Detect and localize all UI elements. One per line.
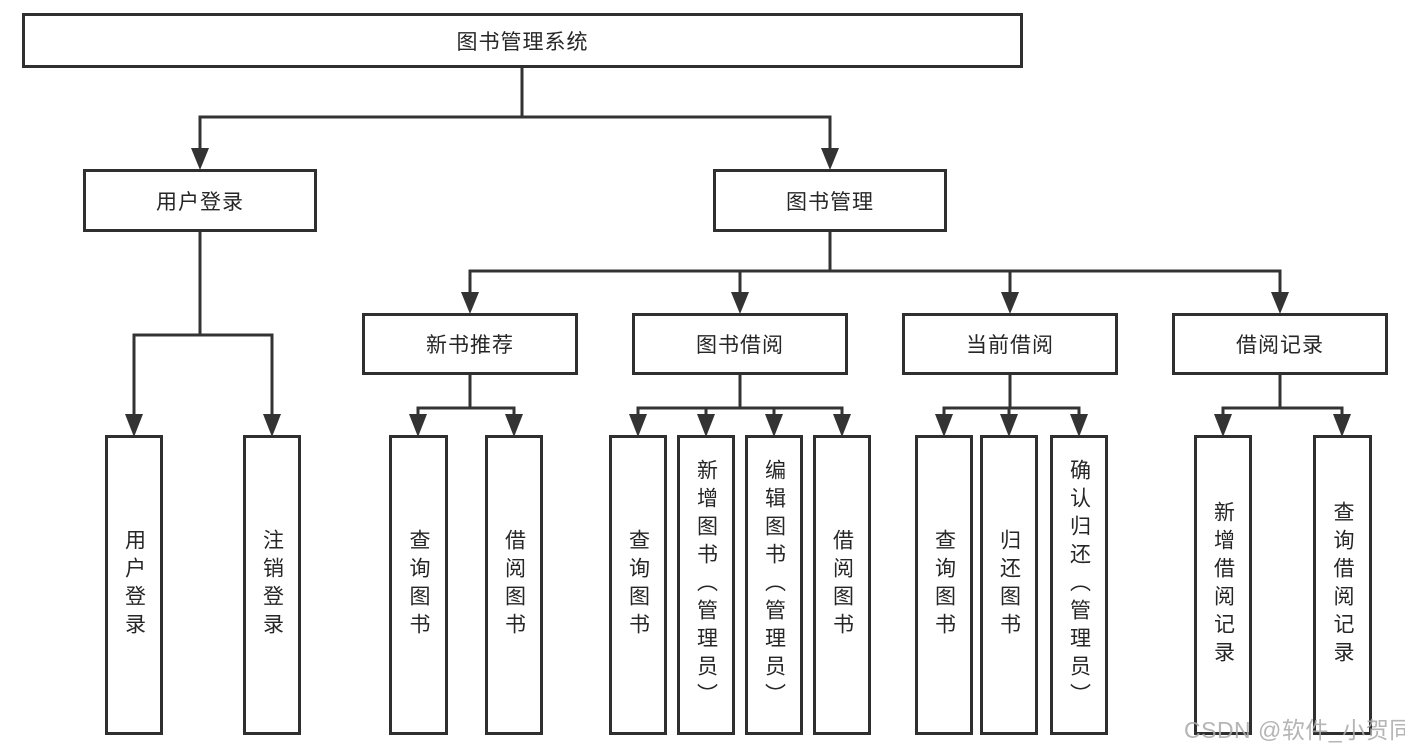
leaf-edit-books-admin: 编辑图书（管理员） <box>745 435 803 735</box>
leaf-add-books-admin: 新增图书（管理员） <box>677 435 735 735</box>
leaf-label: 注销登录 <box>260 529 284 641</box>
leaf-add-borrow-record: 新增借阅记录 <box>1194 435 1252 735</box>
leaf-label: 借阅图书 <box>502 529 526 641</box>
leaf-query-books-current: 查询图书 <box>915 435 973 735</box>
csdn-watermark: CSDN @软件_小贺同学 <box>1184 717 1405 743</box>
leaf-return-books: 归还图书 <box>980 435 1038 735</box>
leaf-label: 查询借阅记录 <box>1331 501 1354 669</box>
node-new-book-recommend: 新书推荐 <box>362 313 578 375</box>
leaf-borrow-books-recommend: 借阅图书 <box>485 435 543 735</box>
node-user-login: 用户登录 <box>83 169 317 232</box>
leaf-label: 查询图书 <box>407 529 430 641</box>
leaf-confirm-return-admin: 确认归还（管理员） <box>1050 435 1108 735</box>
leaf-label: 编辑图书（管理员） <box>762 459 786 711</box>
node-book-borrowing: 图书借阅 <box>632 313 848 375</box>
leaf-borrow-books: 借阅图书 <box>813 435 871 735</box>
leaf-label: 查询图书 <box>932 529 956 641</box>
leaf-label: 归还图书 <box>997 529 1021 641</box>
leaf-label: 借阅图书 <box>830 529 854 641</box>
leaf-query-books-borrowing: 查询图书 <box>609 435 667 735</box>
leaf-label: 新增借阅记录 <box>1211 501 1235 669</box>
leaf-query-borrow-record: 查询借阅记录 <box>1313 435 1372 735</box>
leaf-user-login: 用户登录 <box>105 435 163 735</box>
leaf-label: 确认归还（管理员） <box>1067 459 1091 711</box>
leaf-query-books-recommend: 查询图书 <box>389 435 448 735</box>
node-current-borrowing: 当前借阅 <box>902 313 1118 375</box>
node-book-management: 图书管理 <box>713 169 947 232</box>
leaf-logout: 注销登录 <box>243 435 301 735</box>
leaf-label: 新增图书（管理员） <box>694 459 718 711</box>
node-borrowing-records: 借阅记录 <box>1172 313 1388 375</box>
node-library-management-system: 图书管理系统 <box>22 13 1023 68</box>
leaf-label: 查询图书 <box>626 529 650 641</box>
leaf-label: 用户登录 <box>122 529 146 641</box>
